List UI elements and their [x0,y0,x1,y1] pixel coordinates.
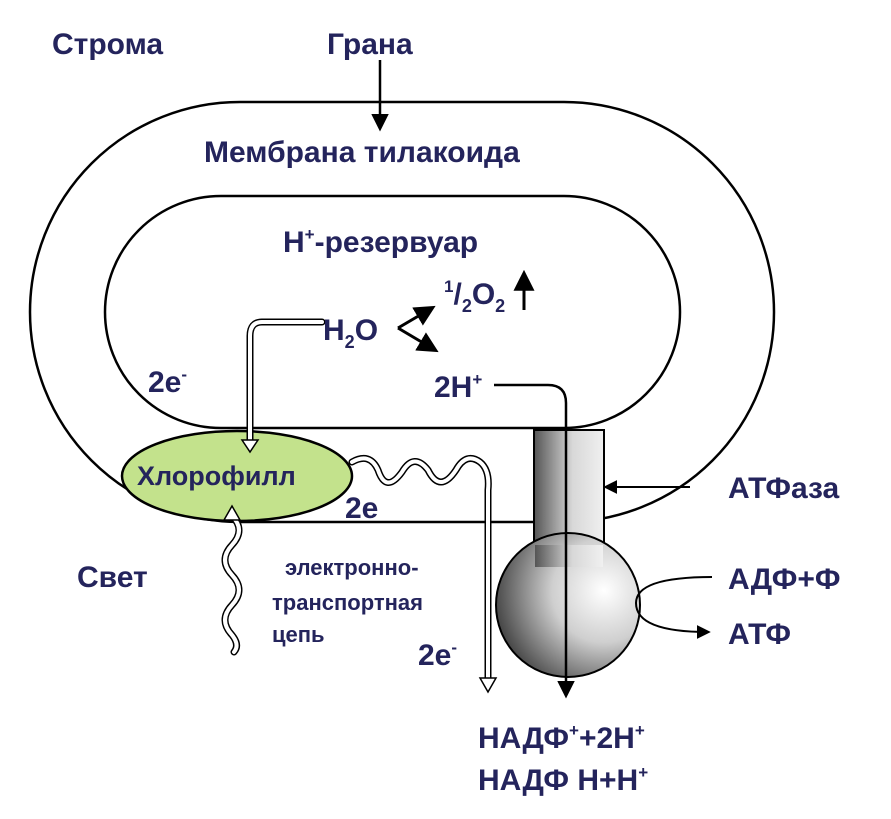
nadp-line2: НАДФ H+H+ [478,763,648,797]
two-e-mid-label: 2e [345,492,378,525]
adp-label: АДФ+Ф [728,563,841,596]
h2o-split-arrow-up [397,305,436,330]
atpase-label: АТФаза [728,472,840,505]
stroma-label: Строма [52,28,163,61]
adp-atp-arrow [634,576,713,639]
chlorophyll-label: Хлорофилл [137,461,296,491]
light-label: Свет [77,561,148,594]
outer-membrane [28,100,776,524]
inner-membrane [103,194,682,430]
proton-flow-arrow [494,383,575,699]
etc-label-line2: транспортная [272,590,423,615]
h2o-split-arrow-down [397,326,439,353]
etc-label-line3: цепь [272,622,325,647]
atpase-head [495,532,641,678]
membrane-label: Мембрана тилакоида [204,136,520,169]
nadp-line1: НАДФ++2H+ [478,721,645,755]
reservoir-label: H+-резервуар [283,225,478,259]
etc-label-line1: электронно- [285,555,419,580]
h2o-label: H2O [323,314,378,352]
o2-label: 1/2O2 [444,277,505,316]
two-h-label: 2H+ [434,370,482,404]
two-e-bottom-label: 2e- [418,638,457,672]
atp-label: АТФ [728,618,791,651]
electron-path-h2o [246,318,326,444]
two-e-left-label: 2e- [148,365,187,399]
grana-label: Грана [327,28,413,61]
